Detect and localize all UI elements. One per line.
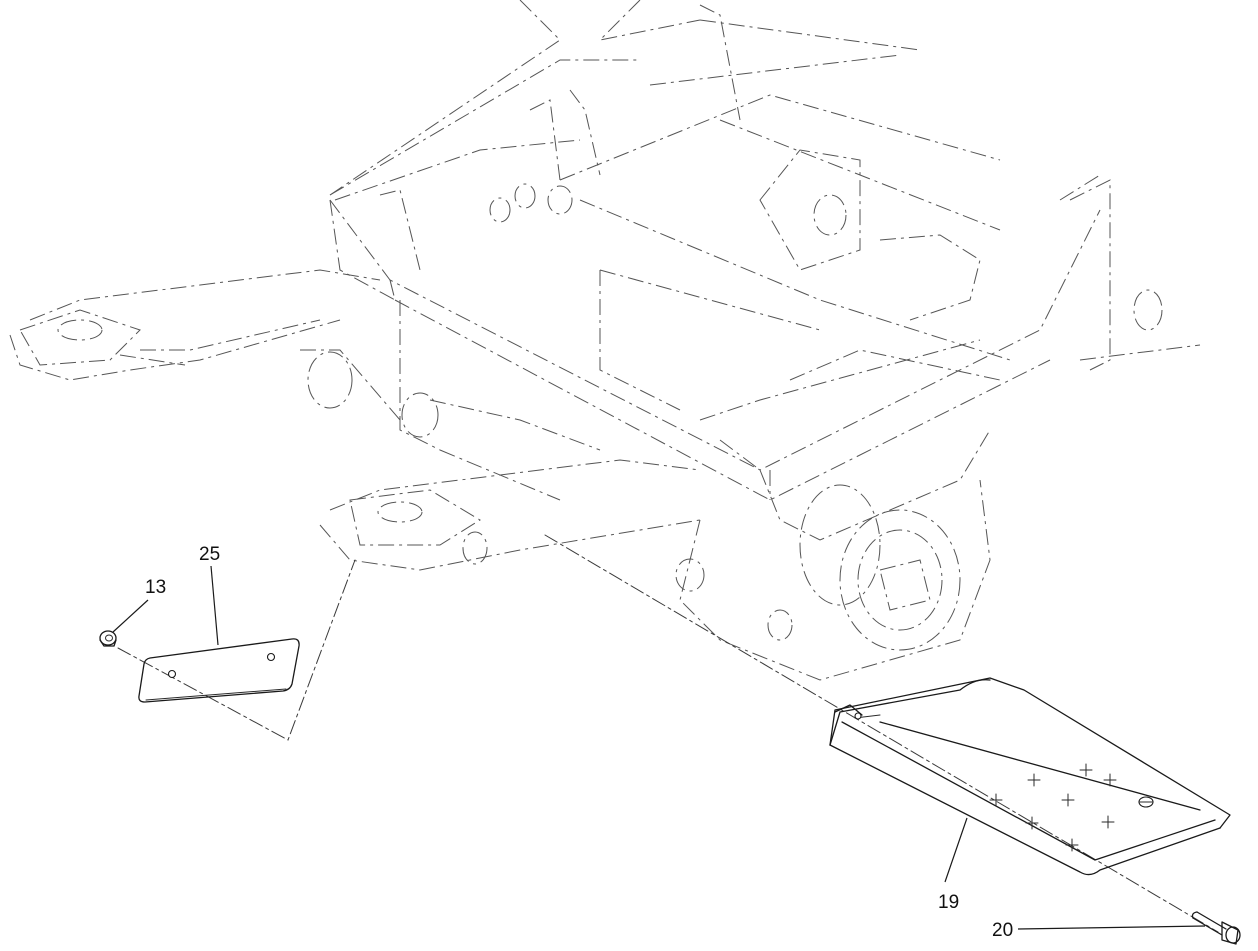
nut-part-13 — [99, 630, 117, 647]
callout-label-25: 25 — [199, 544, 220, 565]
callout-label-13: 13 — [145, 577, 166, 598]
step-part-19 — [829, 677, 1231, 876]
ghosted-frame-assembly — [9, 0, 1201, 681]
plate-part-25 — [138, 638, 300, 703]
callout-label-20: 20 — [992, 920, 1013, 941]
bolt-part-20 — [1191, 911, 1241, 945]
assembly-centerlines — [117, 534, 1219, 933]
callout-leaders — [112, 565, 1206, 930]
callout-label-19: 19 — [938, 892, 959, 913]
